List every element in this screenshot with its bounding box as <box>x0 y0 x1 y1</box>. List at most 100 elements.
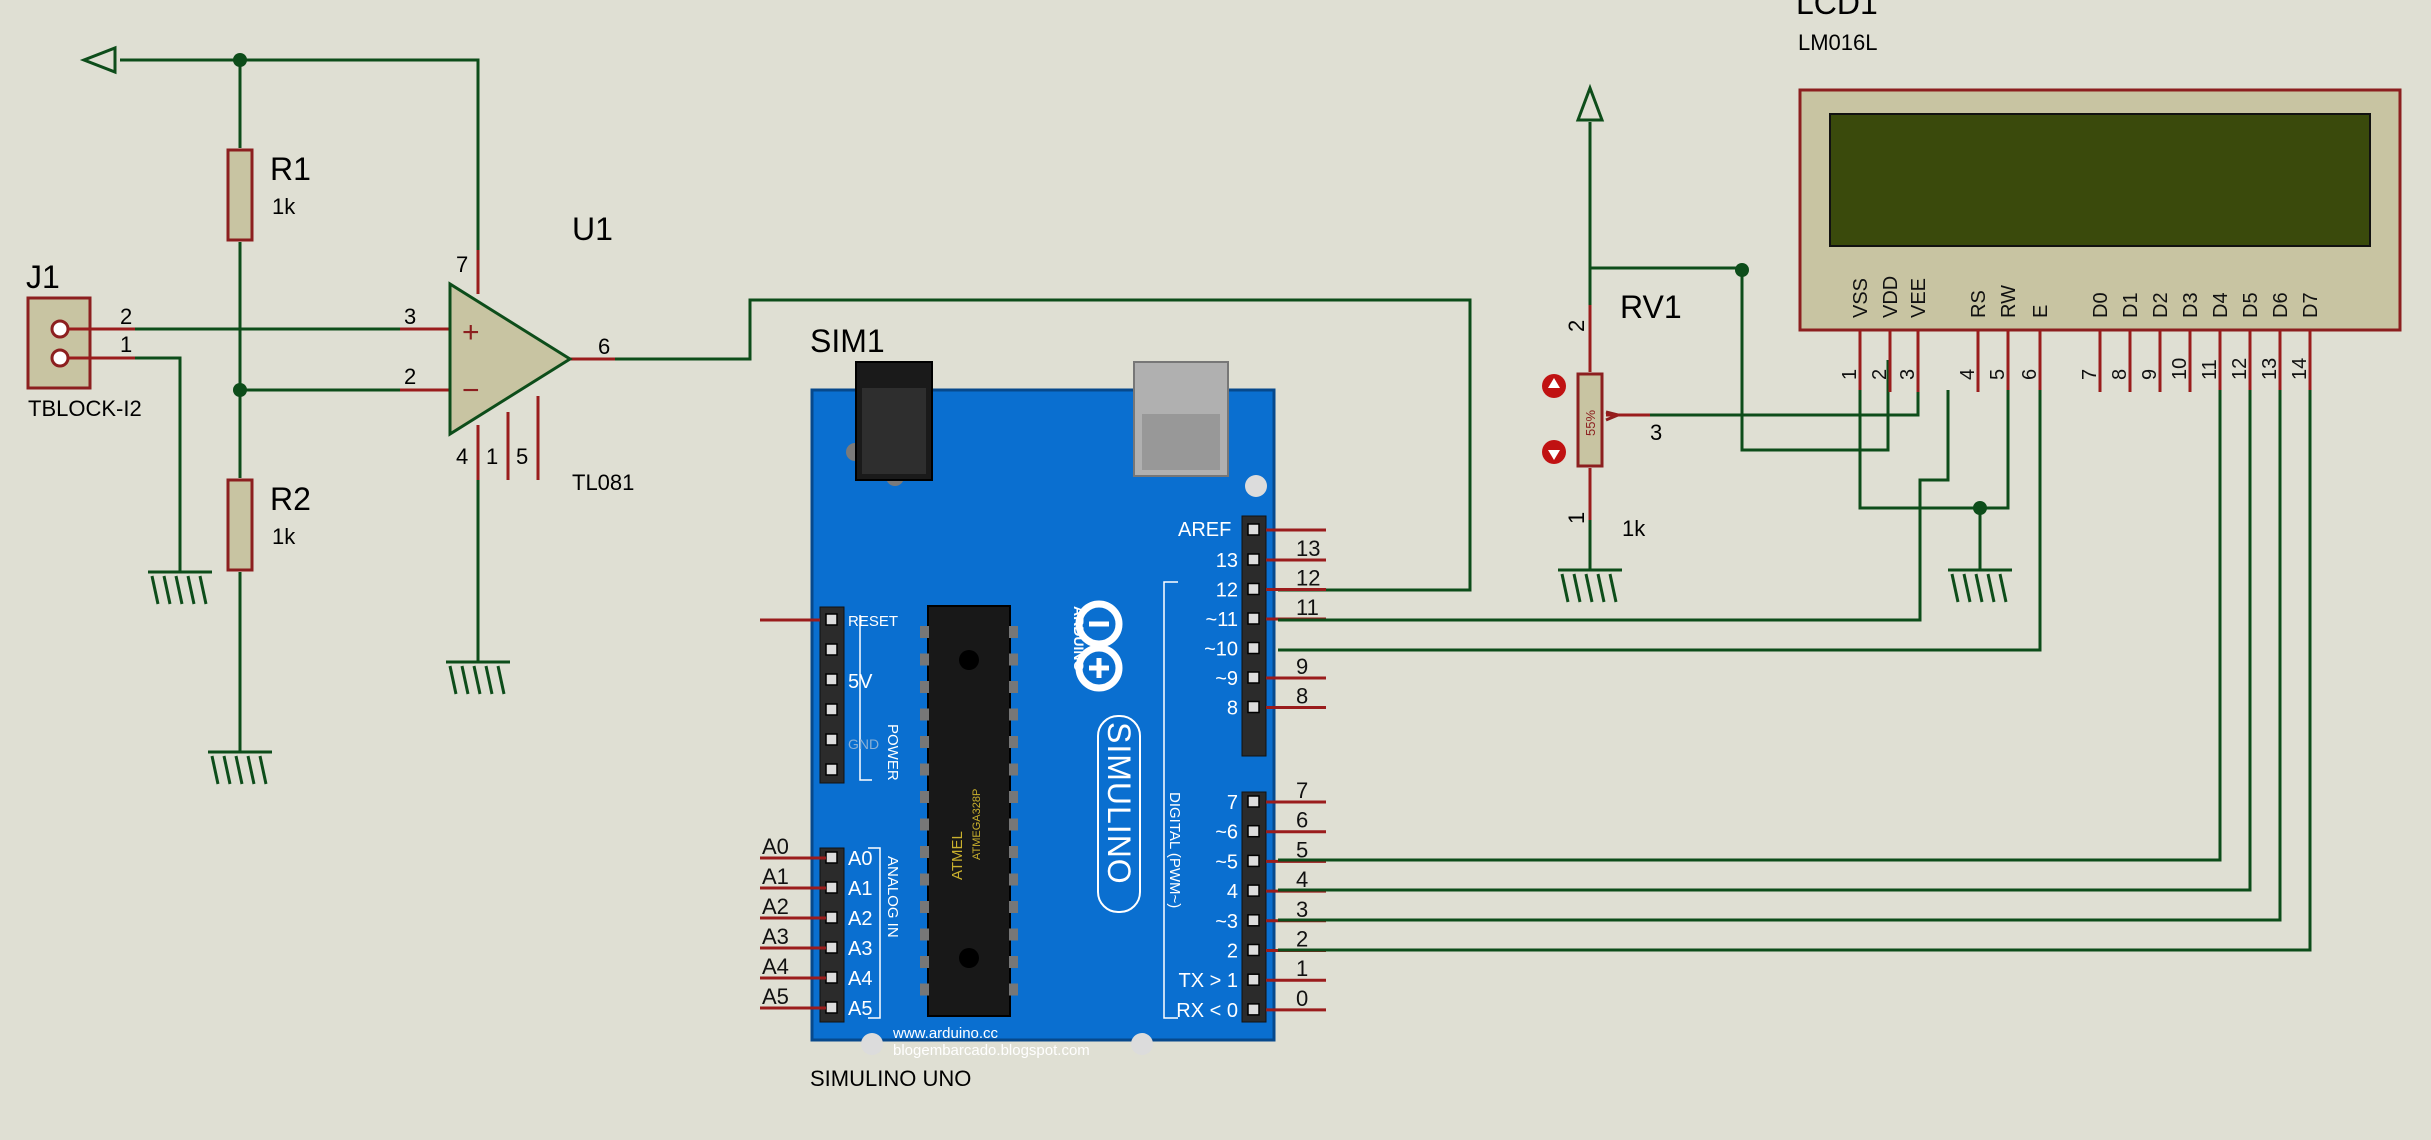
lcd-signal-label: E <box>2030 305 2052 318</box>
header-pin <box>825 881 838 894</box>
header-pin <box>1247 641 1260 655</box>
lcd-pin-number: 9 <box>2139 369 2161 380</box>
chip-leg <box>920 791 929 803</box>
analog-out-label: A4 <box>762 954 789 979</box>
arduino-board[interactable] <box>810 388 1276 1055</box>
lcd-signal-label: D5 <box>2240 292 2262 318</box>
header-pin <box>825 643 838 656</box>
resistor-r2[interactable] <box>226 478 254 572</box>
u1-pin-2-label: 2 <box>404 364 416 389</box>
digital-pin-label: 2 <box>1227 941 1238 963</box>
analog-in-label: A2 <box>848 908 872 930</box>
j1-value: TBLOCK-I2 <box>28 396 142 421</box>
analog-in-label: A1 <box>848 878 872 900</box>
power-label-gnd: GND <box>848 736 879 752</box>
ground-symbol-r2 <box>208 750 272 785</box>
chip-leg <box>1009 626 1018 638</box>
digital-pin-number: 12 <box>1296 566 1320 591</box>
lcd-pin-number: 12 <box>2229 358 2251 380</box>
pot-increase-icon[interactable] <box>1542 374 1566 398</box>
aref-label: AREF <box>1178 519 1231 541</box>
header-pin <box>1247 914 1260 927</box>
j1-ref: J1 <box>26 259 60 295</box>
chip-leg <box>920 901 929 913</box>
analog-in-label: A5 <box>848 998 872 1020</box>
header-pin <box>1247 854 1260 868</box>
header-pin <box>825 703 838 716</box>
u1-pin-7-label: 7 <box>456 252 468 277</box>
resistor-r1[interactable] <box>226 148 254 242</box>
simulino-brand-badge <box>1097 715 1141 913</box>
digital-pin-number: 4 <box>1296 867 1308 892</box>
dc-power-jack <box>855 361 933 481</box>
digital-pin-label: TX > 1 <box>1179 970 1238 992</box>
r2-ref: R2 <box>270 481 311 517</box>
lcd-pin-number: 3 <box>1897 369 1919 380</box>
microcontroller-chip <box>927 605 1011 1017</box>
digital-pin-number: 3 <box>1296 897 1308 922</box>
lcd-signal-label: D4 <box>2210 292 2232 318</box>
lcd-signal-label: RW <box>1998 285 2020 318</box>
header-pin <box>825 851 838 864</box>
sim1-value: SIMULINO UNO <box>810 1066 971 1091</box>
chip-legs <box>920 626 1018 996</box>
usb-connector <box>1133 361 1229 477</box>
chip-leg <box>1009 901 1018 913</box>
digital-pin-label: ~5 <box>1215 851 1238 873</box>
header-pin <box>1247 1003 1260 1016</box>
analog-out-label: A1 <box>762 864 789 889</box>
digital-pin-label: 7 <box>1227 792 1238 814</box>
lcd-pin-number: 4 <box>1957 369 1979 380</box>
header-pin <box>825 911 838 924</box>
j1-pin-1-label: 1 <box>120 332 132 357</box>
chip-leg <box>1009 846 1018 858</box>
u1-pin-4-label: 4 <box>456 444 468 469</box>
chip-leg <box>1009 956 1018 968</box>
header-pin <box>825 971 838 984</box>
opamp-u1[interactable] <box>400 250 615 480</box>
analog-out-label: A2 <box>762 894 789 919</box>
header-pin <box>825 1001 838 1014</box>
lcd-signal-label: VEE <box>1908 278 1930 318</box>
lcd1-value: LM016L <box>1798 30 1878 55</box>
header-pin <box>1247 973 1260 986</box>
header-pin <box>1247 943 1260 957</box>
digital-pin-label: 13 <box>1216 550 1238 572</box>
power-section-label: POWER <box>884 724 901 781</box>
rv1-pin-2-label: 2 <box>1564 320 1589 332</box>
lcd-module[interactable] <box>1798 88 2402 332</box>
potentiometer-rv1[interactable] <box>1576 305 1650 520</box>
analog-in-label: A0 <box>848 848 872 870</box>
digital-pin-label: ~11 <box>1206 609 1238 631</box>
chip-leg <box>1009 873 1018 886</box>
digital-pin-label: ~6 <box>1215 822 1238 844</box>
lcd-signal-label: D0 <box>2090 292 2112 318</box>
connector-j1[interactable] <box>26 296 135 390</box>
r1-value: 1k <box>272 194 296 219</box>
u1-output-and-supply-wires <box>476 298 1472 662</box>
simulino-brand-text: SIMULINO <box>1101 722 1137 885</box>
j1-wires <box>135 327 400 572</box>
j1-pin-2-label: 2 <box>120 304 132 329</box>
digital-pin-label: ~9 <box>1215 668 1238 690</box>
lcd-pins <box>1858 330 2312 392</box>
u1-ref: U1 <box>572 211 613 247</box>
digital-pin-number: 0 <box>1296 986 1308 1011</box>
chip-leg <box>920 983 929 996</box>
power-terminal-arrow-left <box>79 45 117 75</box>
header-pin <box>1247 824 1260 838</box>
pot-decrease-icon[interactable] <box>1542 440 1566 464</box>
header-pin <box>1247 795 1260 808</box>
ground-symbol-rv1 <box>1558 568 1622 603</box>
opamp-plus-sign: + <box>462 316 480 349</box>
board-url-1: www.arduino.cc <box>892 1025 999 1042</box>
digital-pin-label: ~3 <box>1215 911 1238 933</box>
header-pin <box>1247 582 1260 596</box>
header-pin <box>825 763 838 776</box>
chip-label-part: ATMEGA328P <box>971 789 983 860</box>
digital-section-label: DIGITAL (PWM~) <box>1166 792 1183 908</box>
digital-header-high <box>1241 515 1267 757</box>
rv1-ref: RV1 <box>1620 289 1682 325</box>
